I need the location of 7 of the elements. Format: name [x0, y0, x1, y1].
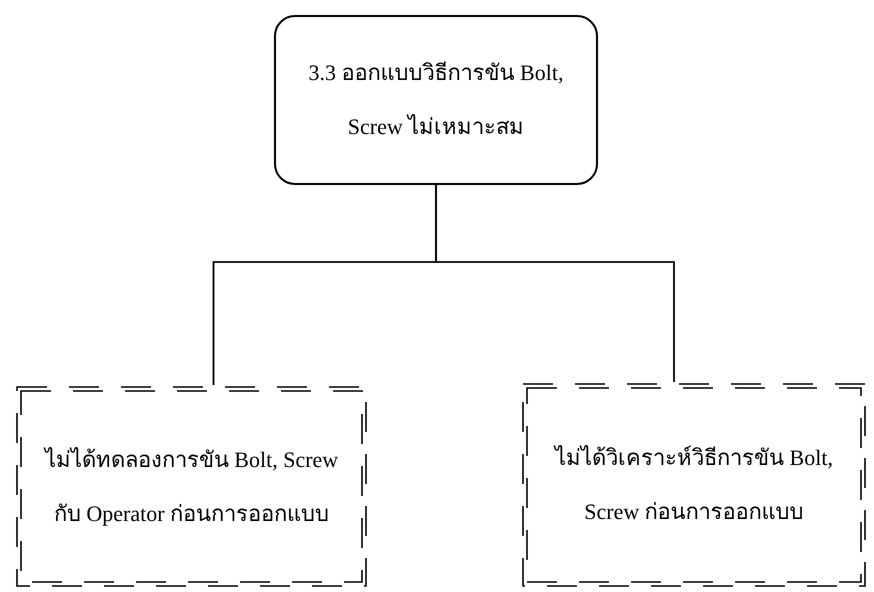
box-text: ไม่ได้ทดลองการขัน Bolt, Screw กับ Operator ก่อนการออกแบบ	[42, 446, 340, 528]
rounded-box	[274, 15, 598, 185]
box-text: ไม่ได้วิเคราะห์วิธีการขัน Bolt, Screw ก่อนการออกแบบ	[552, 444, 834, 526]
dashed-box	[521, 382, 867, 588]
dashed-box	[15, 385, 368, 588]
box-text: 3.3 ออกแบบวิธีการขัน Bolt, Screw ไม่เหมาะสม	[308, 59, 564, 141]
connector-line	[435, 185, 675, 382]
